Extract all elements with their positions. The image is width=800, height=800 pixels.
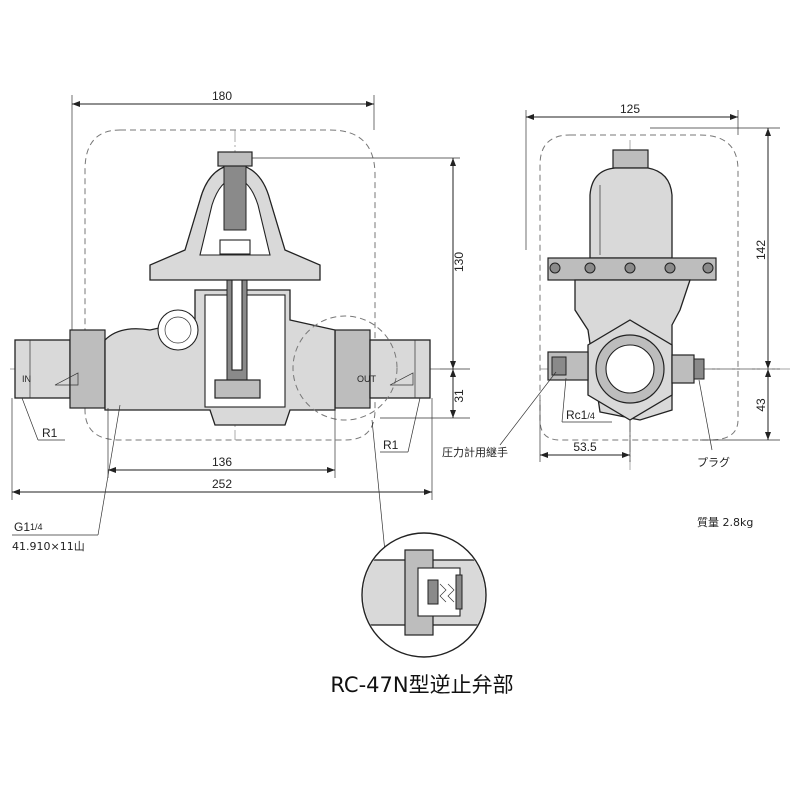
flange-bolt-5 (702, 262, 714, 274)
rc-port-main: Rc1 (566, 408, 588, 422)
detail-contents (363, 549, 485, 636)
plug-body (671, 354, 695, 384)
g-thread-frac: 1/4 (30, 522, 43, 532)
rc-port-frac: /4 (587, 411, 595, 421)
detail-indicator-circle (292, 315, 398, 421)
spring-seat (219, 239, 251, 255)
side-bonnet-dome (589, 167, 673, 259)
gauge-fitting-nut (551, 356, 567, 376)
dim-53-5: 53.5 (573, 440, 597, 454)
r1-right-leader (407, 397, 421, 453)
check-valve-detail: RC-47N型逆止弁部 (330, 419, 514, 697)
detail-caption: RC-47N型逆止弁部 (330, 673, 513, 697)
strainer-port-inner (164, 316, 192, 344)
mass-label: 質量 2.8kg (697, 515, 753, 529)
plug-label: プラグ (697, 455, 730, 469)
detail-check-spring (439, 583, 455, 603)
dim-arrows-130-31 (450, 158, 456, 418)
r1-left-label: R1 (42, 426, 58, 440)
valve-stem-core (231, 269, 243, 371)
dim-142: 142 (754, 240, 768, 260)
inlet-pipe-end (14, 339, 71, 399)
dim-arrows-142-43 (765, 128, 771, 440)
dim-136: 136 (212, 455, 232, 469)
rc-port-leader (561, 377, 567, 423)
detail-check-disc (427, 579, 439, 605)
dim-31: 31 (452, 389, 466, 403)
flange-bolt-4 (664, 262, 676, 274)
gauge-fitting-label: 圧力計用継手 (442, 445, 508, 459)
front-view: 180 130 31 (10, 89, 470, 553)
gauge-fitting-leader (499, 371, 557, 446)
side-port-inner (605, 344, 655, 394)
flange-bolt-1 (549, 262, 561, 274)
outlet-flow-arrow (389, 372, 414, 386)
flange-bolt-2 (584, 262, 596, 274)
outlet-label: OUT (357, 374, 377, 384)
front-envelope-outline (84, 129, 376, 441)
plug-leader (698, 379, 713, 451)
side-view: 125 142 43 (442, 102, 790, 470)
outlet-union-nut (334, 329, 371, 409)
detail-check-cavity (417, 567, 461, 617)
dim-125: 125 (620, 102, 640, 116)
flange-bolt-3 (624, 262, 636, 274)
dim-180: 180 (212, 89, 232, 103)
side-cap-nut (612, 149, 649, 169)
inlet-flow-arrow (54, 372, 79, 386)
g-thread-leader (97, 404, 121, 536)
detail-check-retainer (455, 574, 463, 610)
g-thread-spec: 41.910×11山 (12, 540, 85, 553)
inlet-union-nut (69, 329, 106, 409)
dim-43: 43 (754, 398, 768, 412)
strainer-port (157, 309, 199, 351)
dim-130: 130 (452, 252, 466, 272)
adjusting-cap (217, 151, 253, 167)
r1-left-leader (21, 397, 39, 441)
adjusting-screw (223, 159, 247, 231)
g-thread-main: G1 (14, 520, 30, 534)
side-envelope-outline (539, 134, 739, 441)
rc-port-label: Rc1/4 (566, 408, 595, 422)
outlet-pipe-end (369, 339, 431, 399)
g-thread-label: G11/4 (14, 520, 43, 534)
inlet-label: IN (22, 374, 31, 384)
dim-252: 252 (212, 477, 232, 491)
valve-seat (214, 379, 261, 399)
detail-leader (371, 419, 386, 553)
plug-head (693, 358, 705, 380)
r1-right-label: R1 (383, 438, 399, 452)
